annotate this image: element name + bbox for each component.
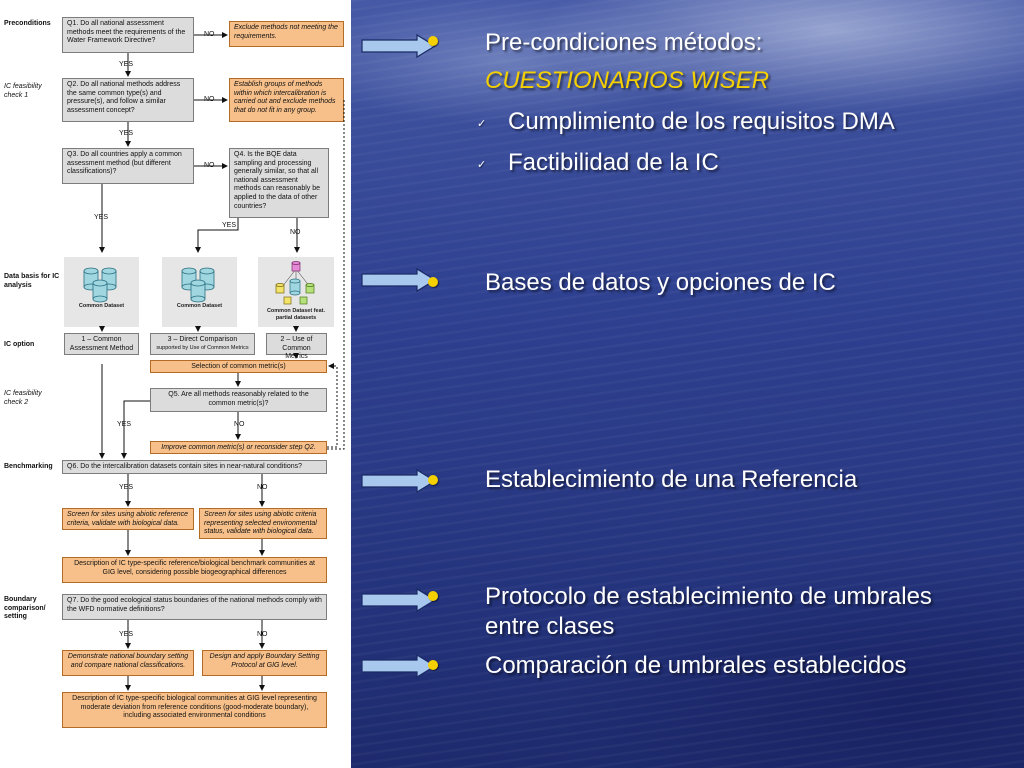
no-label: NO bbox=[290, 229, 301, 236]
arrow-right-icon bbox=[361, 267, 437, 293]
selection-box: Selection of common metric(s) bbox=[150, 360, 327, 373]
dataset-panel-1: Common Dataset bbox=[64, 257, 139, 327]
yes-label: YES bbox=[119, 130, 134, 137]
bullet-dot-icon bbox=[428, 660, 438, 670]
option-1-box: 1 – Common Assessment Method bbox=[64, 333, 139, 355]
bullet-dot-icon bbox=[428, 591, 438, 601]
dataset-label-1: Common Dataset bbox=[78, 303, 125, 309]
wiser-subtitle: CUESTIONARIOS WISER bbox=[485, 67, 770, 94]
bullet-dot-icon bbox=[428, 36, 438, 46]
checkmark-icon: ✓ bbox=[477, 159, 487, 171]
bullet-dot-icon bbox=[428, 475, 438, 485]
section-boundary: Boundary comparison/ setting bbox=[4, 596, 46, 621]
bullet-comparison: Comparación de umbrales establecidos bbox=[485, 652, 907, 679]
section-preconditions: Preconditions bbox=[4, 20, 51, 27]
bullet-reference: Establecimiento de una Referencia bbox=[485, 466, 858, 493]
q7-no-box: Design and apply Boundary Setting Protoc… bbox=[202, 650, 327, 676]
yes-label: YES bbox=[119, 61, 134, 68]
option-3-subtitle: supported by Use of Common Metrics bbox=[156, 344, 249, 351]
bullet-databases: Bases de datos y opciones de IC bbox=[485, 269, 836, 296]
flow-connectors bbox=[99, 32, 345, 691]
yes-label: YES bbox=[119, 484, 134, 491]
arrow-right-icon bbox=[361, 468, 437, 494]
section-ic-feasibility-1: IC feasibility check 1 bbox=[4, 83, 42, 99]
q6-yes-box: Screen for sites using abiotic reference… bbox=[62, 508, 194, 530]
dataset-panel-3: Common Dataset feat. partial datasets bbox=[258, 257, 334, 327]
no-label: NO bbox=[234, 421, 245, 428]
database-icon bbox=[83, 267, 117, 303]
arrow-right-icon bbox=[361, 653, 437, 679]
q2-box: Q2. Do all national methods address the … bbox=[62, 78, 194, 122]
bullet-protocol: Protocolo de establecimiento de umbrales… bbox=[485, 583, 932, 640]
yes-label: YES bbox=[119, 631, 134, 638]
q1-box: Q1. Do all national assessment methods m… bbox=[62, 17, 194, 53]
dataset-label-3: Common Dataset feat. partial datasets bbox=[266, 308, 326, 321]
q7-box: Q7. Do the good ecological status bounda… bbox=[62, 594, 327, 620]
q6-no-box: Screen for sites using abiotic criteria … bbox=[199, 508, 327, 539]
option-3-box: 3 – Direct Comparison supported by Use o… bbox=[150, 333, 255, 355]
section-benchmarking: Benchmarking bbox=[4, 463, 53, 470]
q4-box: Q4. Is the BQE data sampling and process… bbox=[229, 148, 329, 218]
checkmark-icon: ✓ bbox=[477, 118, 487, 130]
q6-box: Q6. Do the intercalibration datasets con… bbox=[62, 460, 327, 474]
q2-no-box: Establish groups of methods within which… bbox=[229, 78, 344, 122]
database-icon bbox=[181, 267, 215, 303]
arrow-right-icon bbox=[361, 587, 437, 613]
description-2-box: Description of IC type-specific biologic… bbox=[62, 692, 327, 728]
description-1-box: Description of IC type-specific referenc… bbox=[62, 557, 327, 583]
yes-label: YES bbox=[222, 222, 237, 229]
yes-label: YES bbox=[94, 214, 109, 221]
arrow-right-icon bbox=[361, 33, 437, 59]
check-requirements: Cumplimiento de los requisitos DMA bbox=[508, 108, 895, 135]
bullet-preconditions: Pre-condiciones métodos: bbox=[485, 29, 763, 56]
partial-datasets-icon bbox=[275, 261, 315, 305]
content-panel: Pre-condiciones métodos: CUESTIONARIOS W… bbox=[351, 0, 1024, 768]
q5-box: Q5. Are all methods reasonably related t… bbox=[150, 388, 327, 412]
section-ic-option: IC option bbox=[4, 341, 35, 348]
option-3-title: 3 – Direct Comparison bbox=[167, 336, 238, 343]
check-feasibility: Factibilidad de la IC bbox=[508, 149, 719, 176]
q7-yes-box: Demonstrate national boundary setting an… bbox=[62, 650, 194, 676]
q1-no-box: Exclude methods not meeting the requirem… bbox=[229, 21, 344, 47]
dataset-panel-2: Common Dataset bbox=[162, 257, 237, 327]
bullet-dot-icon bbox=[428, 277, 438, 287]
dataset-label-2: Common Dataset bbox=[176, 303, 223, 309]
q3-box: Q3. Do all countries apply a common asse… bbox=[62, 148, 194, 184]
section-data-basis: Data basis for IC analysis bbox=[4, 273, 60, 289]
section-ic-feasibility-2: IC feasibility check 2 bbox=[4, 390, 42, 406]
improve-box: Improve common metric(s) or reconsider s… bbox=[150, 441, 327, 454]
flowchart-panel: Preconditions IC feasibility check 1 Dat… bbox=[0, 0, 351, 768]
